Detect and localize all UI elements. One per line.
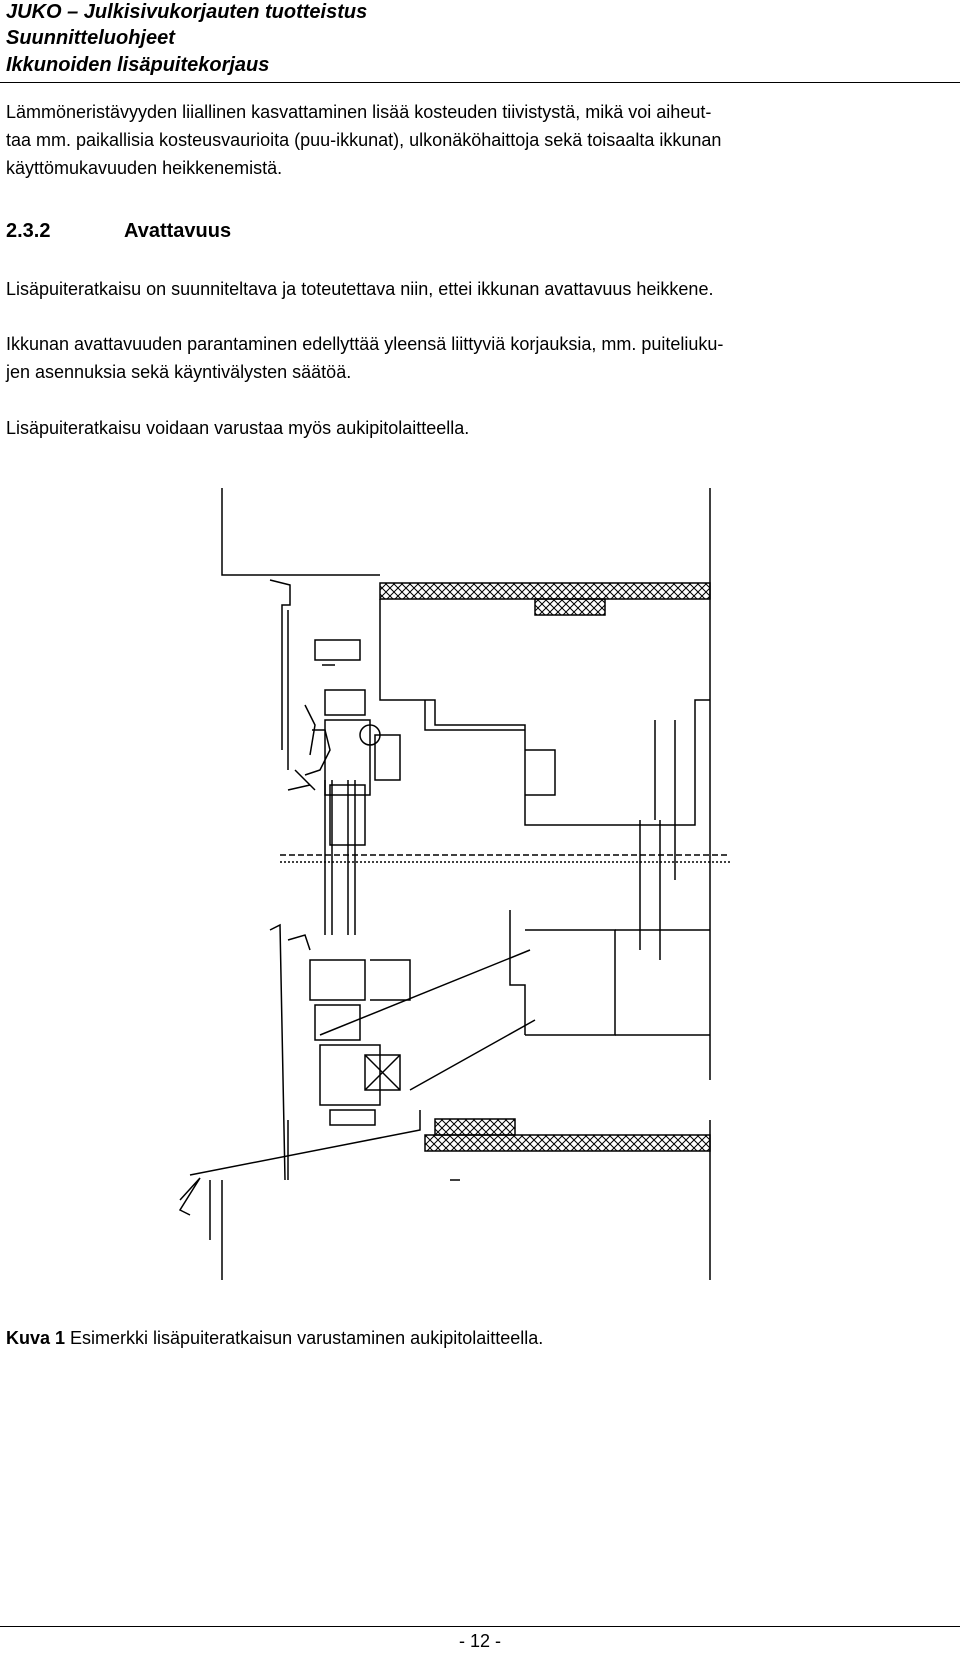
section-number: 2.3.2 bbox=[6, 220, 51, 242]
header-topic: Ikkunoiden lisäpuitekorjaus bbox=[6, 54, 270, 76]
section-heading: 2.3.2 Avattavuus bbox=[6, 220, 231, 243]
caption-text: Esimerkki lisäpuiteratkaisun varustamine… bbox=[65, 1328, 544, 1348]
paragraph-holder: Lisäpuiteratkaisu voidaan varustaa myös … bbox=[6, 418, 470, 438]
header-project-title: JUKO – Julkisivukorjauten tuotteistus bbox=[6, 1, 368, 23]
header-divider bbox=[0, 82, 960, 83]
section-title: Avattavuus bbox=[124, 220, 232, 242]
document-header: JUKO – Julkisivukorjauten tuotteistus Su… bbox=[6, 0, 956, 79]
figure-caption: Kuva 1 Esimerkki lisäpuiteratkaisun varu… bbox=[6, 1328, 543, 1349]
window-section-drawing bbox=[178, 488, 730, 1280]
footer-divider bbox=[0, 1626, 960, 1627]
paragraph-moisture: Lämmöneristävyyden liiallinen kasvattami… bbox=[6, 98, 956, 182]
paragraph-line: taa mm. paikallisia kosteusvaurioita (pu… bbox=[6, 130, 722, 150]
page-number: - 12 - bbox=[458, 1631, 501, 1651]
caption-label: Kuva 1 bbox=[6, 1328, 66, 1348]
paragraph-repairs: Ikkunan avattavuuden parantaminen edelly… bbox=[6, 330, 956, 386]
paragraph-line: Lämmöneristävyyden liiallinen kasvattami… bbox=[6, 102, 712, 122]
paragraph-line: käyttömukavuuden heikkenemistä. bbox=[6, 158, 283, 178]
paragraph-line: Ikkunan avattavuuden parantaminen edelly… bbox=[6, 334, 724, 354]
paragraph-openability: Lisäpuiteratkaisu on suunniteltava ja to… bbox=[6, 279, 714, 299]
paragraph-line: jen asennuksia sekä käyntivälysten säätö… bbox=[6, 362, 352, 382]
header-subtitle: Suunnitteluohjeet bbox=[6, 27, 175, 49]
